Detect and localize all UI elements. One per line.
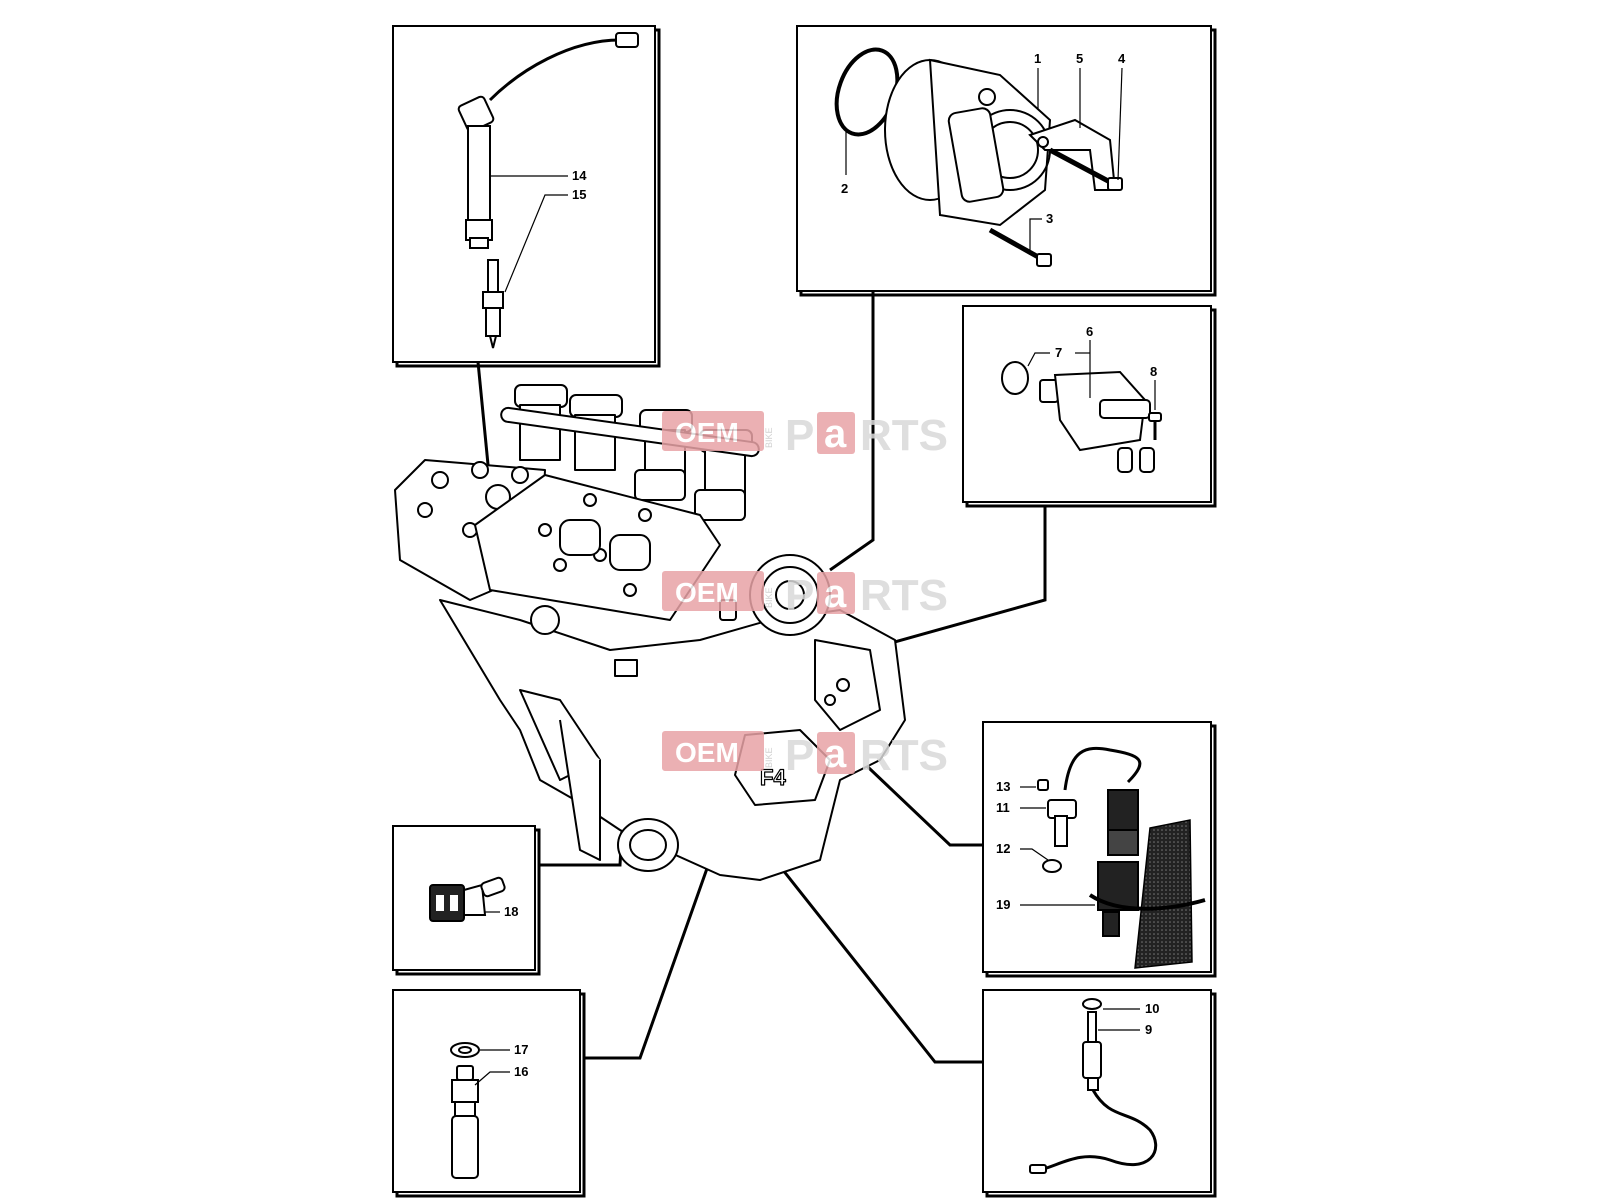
callout-7: 7 xyxy=(1027,345,1090,367)
callout-2: 2 xyxy=(841,130,848,196)
leader-oil-switch xyxy=(584,859,712,1060)
panel-temperature-sensor[interactable]: 18 xyxy=(392,825,541,976)
svg-text:2: 2 xyxy=(841,181,848,196)
callout-8: 8 xyxy=(1150,364,1157,410)
callout-15: 15 xyxy=(504,187,586,293)
panel-alternator[interactable]: 1 5 4 2 3 xyxy=(796,25,1217,297)
callout-3: 3 xyxy=(1029,211,1053,255)
leader-lambda xyxy=(773,859,983,1064)
cable-tie-icon xyxy=(1088,893,1206,937)
wiring-harness-icon xyxy=(1134,819,1193,969)
callout-13: 13 xyxy=(996,779,1036,794)
svg-text:15: 15 xyxy=(572,187,586,202)
starter-o-ring-icon xyxy=(1001,361,1029,395)
callout-1: 1 xyxy=(1034,51,1041,110)
svg-text:11: 11 xyxy=(996,800,1010,815)
svg-text:BIKE: BIKE xyxy=(764,587,774,608)
svg-text:RTS: RTS xyxy=(860,571,948,620)
leader-lines xyxy=(476,291,1047,1064)
alternator-icon xyxy=(884,58,1052,227)
svg-text:F4: F4 xyxy=(760,765,786,790)
svg-text:BIKE: BIKE xyxy=(764,427,774,448)
callout-6: 6 xyxy=(1086,324,1093,398)
watermark-1: OEM BIKE P a RTS xyxy=(662,411,948,460)
svg-text:4: 4 xyxy=(1118,51,1126,66)
svg-text:16: 16 xyxy=(514,1064,528,1079)
watermark: OEM BIKE P a RTS OEM BIKE P a RTS OEM BI… xyxy=(662,411,948,780)
svg-text:P: P xyxy=(785,731,814,780)
panel-oil-pressure-switch[interactable]: 17 16 xyxy=(392,989,586,1198)
svg-text:12: 12 xyxy=(996,841,1010,856)
sealing-washer-icon xyxy=(1042,859,1062,873)
panel-spark-plug[interactable]: 14 15 xyxy=(392,25,661,368)
leader-alternator xyxy=(829,291,875,572)
callout-9: 9 xyxy=(1098,1022,1152,1037)
callout-5: 5 xyxy=(1076,51,1083,128)
washer-icon xyxy=(450,1042,480,1058)
connector-icon xyxy=(1097,789,1139,911)
svg-text:a: a xyxy=(824,412,847,456)
svg-text:9: 9 xyxy=(1145,1022,1152,1037)
svg-text:RTS: RTS xyxy=(860,731,948,780)
pressure-switch-icon xyxy=(451,1065,479,1179)
watermark-3: OEM BIKE P a RTS xyxy=(662,731,948,780)
lambda-washer-icon xyxy=(1082,998,1102,1010)
svg-text:P: P xyxy=(785,571,814,620)
callout-18: 18 xyxy=(484,904,518,919)
svg-text:13: 13 xyxy=(996,779,1010,794)
svg-text:10: 10 xyxy=(1145,1001,1159,1016)
svg-text:RTS: RTS xyxy=(860,411,948,460)
callout-16: 16 xyxy=(474,1064,528,1086)
svg-text:a: a xyxy=(824,572,847,616)
svg-text:3: 3 xyxy=(1046,211,1053,226)
panel-starter-motor[interactable]: 6 7 8 xyxy=(962,305,1217,508)
svg-text:a: a xyxy=(824,732,847,776)
svg-text:17: 17 xyxy=(514,1042,528,1057)
svg-text:5: 5 xyxy=(1076,51,1083,66)
starter-screw-icon xyxy=(1148,412,1162,440)
engine-illustration: F4 xyxy=(394,384,906,881)
callout-17: 17 xyxy=(480,1042,528,1057)
callout-14: 14 xyxy=(490,168,587,183)
svg-text:18: 18 xyxy=(504,904,518,919)
svg-text:1: 1 xyxy=(1034,51,1041,66)
callout-11: 11 xyxy=(996,800,1046,815)
bolt-icon xyxy=(988,147,1123,267)
callout-10: 10 xyxy=(1103,1001,1159,1016)
spark-plug-icon xyxy=(482,259,504,349)
panel-pickup-sensor[interactable]: 13 11 12 19 xyxy=(982,721,1217,978)
svg-text:14: 14 xyxy=(572,168,587,183)
lambda-sensor-icon xyxy=(1029,1011,1158,1174)
svg-text:6: 6 xyxy=(1086,324,1093,339)
leader-starter xyxy=(829,505,1047,662)
svg-text:P: P xyxy=(785,411,814,460)
watermark-2: OEM BIKE P a RTS xyxy=(662,571,948,620)
svg-text:7: 7 xyxy=(1055,345,1062,360)
callout-12: 12 xyxy=(996,841,1049,861)
temperature-sensor-icon xyxy=(429,876,506,922)
sensor-cable-icon xyxy=(1063,746,1142,791)
watermark-oem: OEM xyxy=(675,417,739,448)
panel-lambda-sensor[interactable]: 10 9 xyxy=(982,989,1217,1198)
starter-motor-icon xyxy=(1039,370,1155,473)
callout-19: 19 xyxy=(996,897,1095,912)
svg-text:OEM: OEM xyxy=(675,577,739,608)
callout-4: 4 xyxy=(1117,51,1126,181)
leader-pickup xyxy=(848,748,983,847)
ignition-coil-icon xyxy=(457,32,639,249)
svg-text:BIKE: BIKE xyxy=(764,747,774,768)
svg-text:OEM: OEM xyxy=(675,737,739,768)
svg-text:8: 8 xyxy=(1150,364,1157,379)
pickup-sensor-icon xyxy=(1037,779,1077,847)
svg-text:19: 19 xyxy=(996,897,1010,912)
